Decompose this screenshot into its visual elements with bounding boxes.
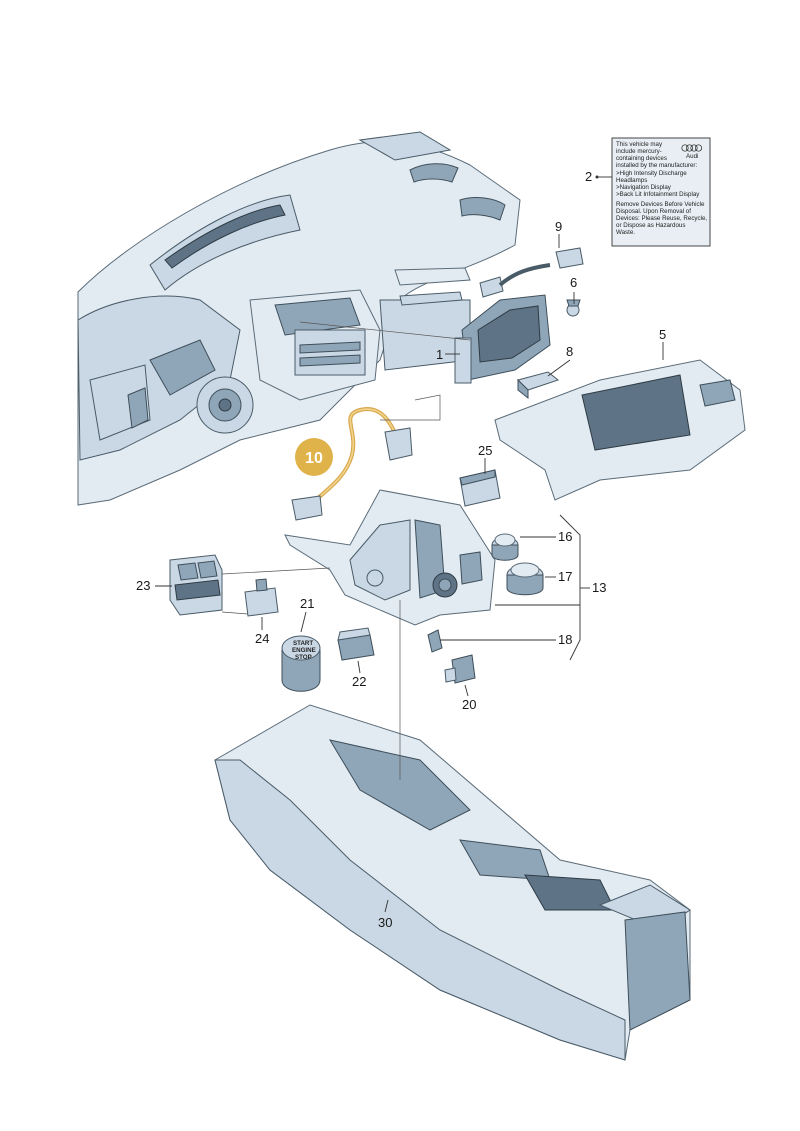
cable-harness-part-10 [291, 407, 413, 521]
connector-part-24 [244, 578, 279, 617]
warning-line-13: Waste. [616, 229, 635, 236]
part-label-8: 8 [566, 344, 573, 359]
leader-30 [384, 899, 389, 913]
callout-circle[interactable] [295, 438, 333, 476]
part-label-22: 22 [352, 674, 366, 689]
knob-part-17 [506, 562, 544, 596]
part-label-17: 17 [558, 569, 572, 584]
part-label-5: 5 [659, 327, 666, 342]
console-trim-part-13 [284, 489, 496, 626]
warning-line-9: Remove Devices Before Vehicle [616, 201, 705, 208]
part-label-18: 18 [558, 632, 572, 647]
start-button-part-21: START ENGINE STOP [281, 635, 321, 692]
dashboard-assembly [77, 131, 521, 506]
part-label-21: 21 [300, 596, 314, 611]
warning-line-3: containing devices [616, 155, 667, 162]
leader-lines [155, 175, 664, 913]
bracket-part-8 [517, 371, 560, 400]
part-label-25: 25 [478, 443, 492, 458]
part-label-23: 23 [136, 578, 150, 593]
warning-line-2: include mercury- [616, 148, 662, 155]
warning-line-6: Headlamps [616, 177, 647, 184]
part-label-13: 13 [592, 580, 606, 595]
audi-brand-text: Audi [686, 153, 698, 160]
part-label-9: 9 [555, 219, 562, 234]
center-console-part-30 [214, 704, 691, 1061]
connector-part-20 [444, 654, 476, 684]
switch-part-25 [459, 469, 501, 507]
leader-1-dash [299, 321, 471, 341]
part-label-2: 2 [585, 169, 592, 184]
mercury-warning-label-part-2: Audi This vehicle may include mercury- c… [611, 137, 711, 247]
part-label-16: 16 [558, 529, 572, 544]
leader-8 [547, 359, 571, 377]
part-label-24: 24 [255, 631, 269, 646]
display-unit-part-1 [454, 294, 551, 384]
warning-line-8: >Back Lit Infotainment Display [616, 191, 700, 198]
part-label-6: 6 [570, 275, 577, 290]
audi-logo: Audi [681, 144, 703, 160]
start-button-line-3: STOP [295, 654, 312, 661]
highlighted-part-callout[interactable]: 10 [295, 438, 333, 476]
warning-line-4: installed by the manufacturer: [616, 162, 697, 169]
part-number-labels: 1 2 5 6 8 9 13 16 17 18 20 21 22 23 24 2… [136, 169, 666, 930]
warning-line-7: >Navigation Display [616, 184, 672, 191]
warning-line-1: This vehicle may [616, 141, 663, 148]
leader-13-bracket [559, 514, 581, 661]
cable-part-9 [479, 247, 584, 298]
warning-line-10: Disposal. Upon Removal of [616, 208, 691, 215]
part-label-1: 1 [436, 347, 443, 362]
leader-20 [464, 684, 469, 697]
clip-part-18 [427, 629, 443, 653]
part-label-30: 30 [378, 915, 392, 930]
switch-part-22 [337, 627, 375, 661]
warning-line-11: Devices: Please Reuse, Recycle, [616, 215, 707, 222]
warning-line-12: or Dispose as Hazardous [616, 222, 685, 229]
start-button-line-1: START [293, 640, 313, 647]
callout-label[interactable]: 10 [305, 450, 323, 467]
knob-part-16 [491, 533, 519, 561]
leader-10-dash [380, 394, 441, 421]
display-trim-part-5 [494, 359, 746, 501]
leader-21 [300, 611, 307, 633]
screw-part-6 [566, 299, 581, 317]
part-label-20: 20 [462, 697, 476, 712]
leader-23-dash [221, 567, 331, 575]
switch-block-part-23 [169, 554, 223, 616]
warning-line-5: >High Intensity Discharge [616, 170, 687, 177]
start-button-line-2: ENGINE [292, 647, 316, 654]
leader-22 [357, 660, 361, 674]
